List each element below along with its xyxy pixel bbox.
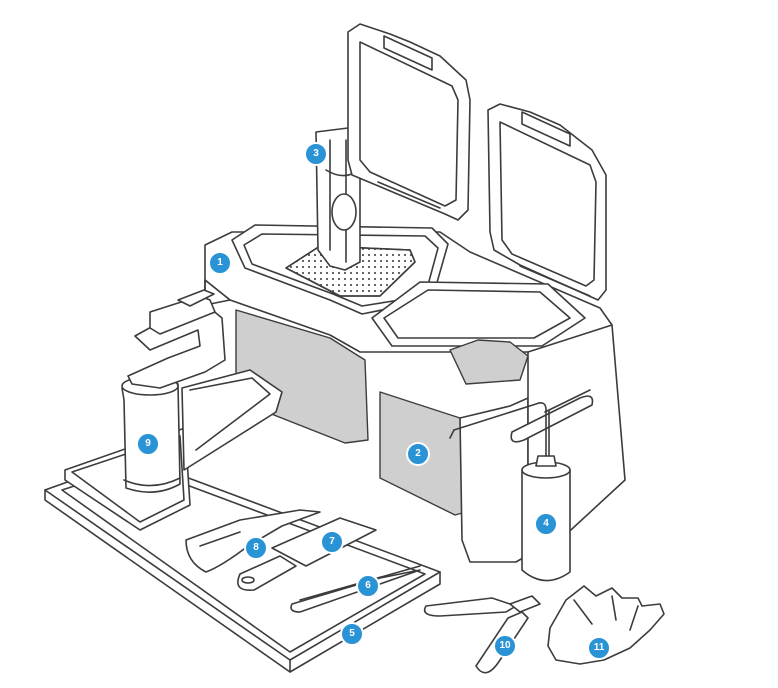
callout-marker-11: 11 [587,636,611,660]
callout-marker-7: 7 [320,530,344,554]
callout-marker-6: 6 [356,574,380,598]
wash-lid-right [487,103,607,301]
callout-marker-2: 2 [406,442,430,466]
callout-marker-5: 5 [340,622,364,646]
wash-tub-right [371,281,586,385]
wash-lid-left [347,23,471,221]
callout-marker-8: 8 [244,536,268,560]
callout-marker-9: 9 [136,432,160,456]
rinse-arm [127,289,283,471]
callout-marker-1: 1 [208,251,232,275]
flush-cutters [423,595,541,674]
callout-marker-4: 4 [534,512,558,536]
callout-marker-3: 3 [304,142,328,166]
callout-marker-10: 10 [493,634,517,658]
gloves [547,585,665,665]
